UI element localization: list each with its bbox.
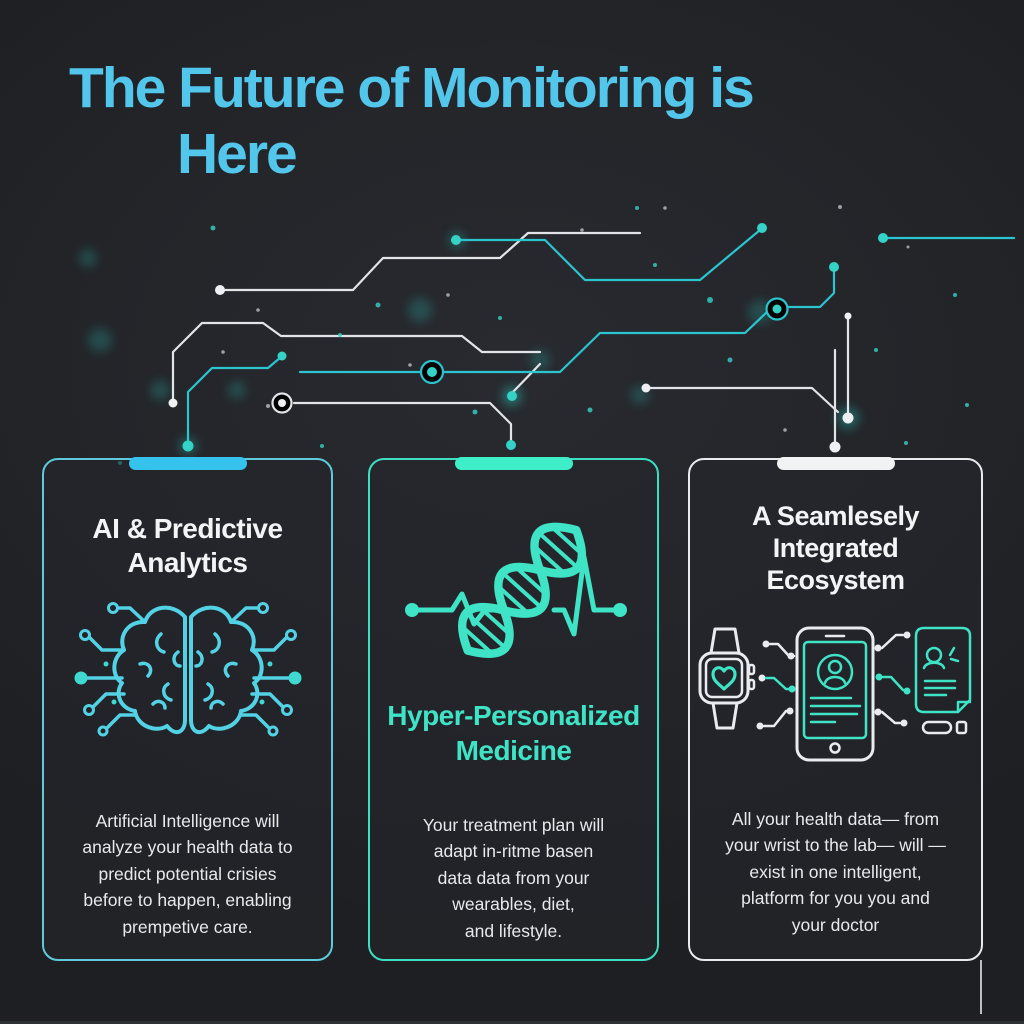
dna-heartbeat-icon [386, 502, 646, 692]
teal-circuit-traces [182, 223, 1016, 452]
card-top-notch [454, 457, 573, 470]
white-dust-particles [221, 205, 910, 432]
smartwatch-icon [698, 627, 756, 730]
pill-shapes [921, 720, 968, 735]
glow-particles [79, 249, 772, 404]
circuit-board-graphic [79, 205, 1016, 465]
card-border-artifact-line [980, 960, 982, 1014]
tablet-icon [795, 626, 875, 762]
tablet-to-record-connectors [874, 631, 911, 727]
brain-right-hemisphere [189, 605, 264, 735]
teal-dust-particles [118, 206, 969, 465]
brain-circuit-leads-right [229, 602, 302, 737]
card-top-notch [776, 457, 895, 470]
page-title-line-1: The Future of Monitoring is [69, 56, 755, 120]
page-title-line-2: Here [177, 122, 298, 186]
bottom-edge-artifact [0, 1021, 1024, 1024]
health-record-icon [914, 626, 972, 714]
watch-to-tablet-connectors [756, 640, 796, 730]
device-ecosystem-icon [688, 615, 988, 775]
circuit-brain-icon [68, 582, 308, 762]
white-circuit-traces [168, 231, 854, 453]
card-top-notch [128, 457, 247, 470]
dna-helix [458, 522, 587, 658]
brain-circuit-leads-left [74, 602, 147, 737]
